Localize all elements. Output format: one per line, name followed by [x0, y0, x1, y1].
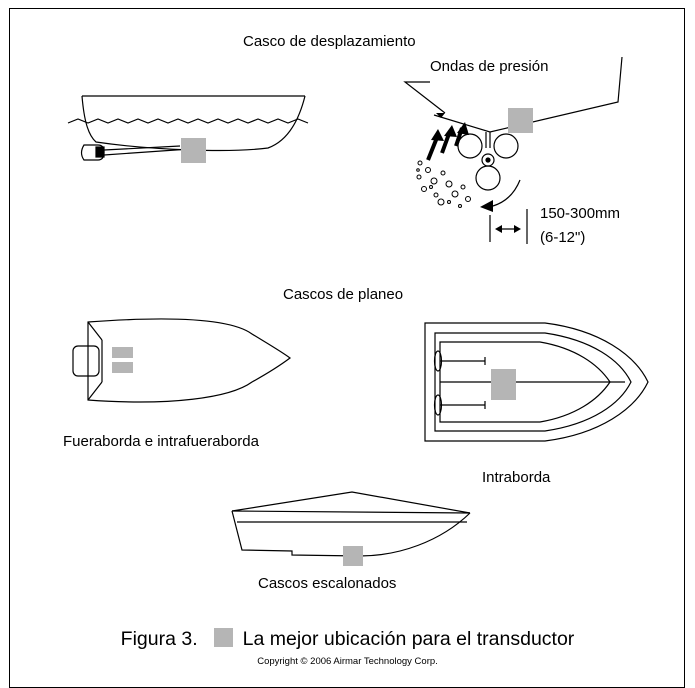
- caption-text: La mejor ubicación para el transductor: [242, 628, 575, 650]
- legend-swatch: [213, 628, 233, 647]
- inboard-hull-top: [424, 322, 649, 442]
- caption-prefix: Figura 3.: [120, 628, 198, 650]
- distance-in-label: (6-12"): [540, 229, 586, 246]
- outboard-label: Fueraborda e intrafueraborda: [63, 433, 259, 450]
- best-location-displacement-detail: [508, 108, 533, 133]
- displacement-detail: [403, 56, 623, 244]
- best-location-outboard-1: [112, 347, 133, 358]
- planing-hulls-title: Cascos de planeo: [283, 286, 404, 303]
- outboard-hull-top: [72, 318, 292, 403]
- stepped-hull-side: [231, 491, 471, 557]
- copyright: Copyright © 2006 Airmar Technology Corp.: [257, 656, 438, 667]
- best-location-outboard-2: [112, 362, 133, 373]
- best-location-inboard: [491, 369, 516, 400]
- stepped-hulls-label: Cascos escalonados: [258, 575, 397, 592]
- best-location-stepped: [343, 546, 363, 566]
- displacement-hull-title: Casco de desplazamiento: [243, 33, 416, 50]
- pressure-waves-label: Ondas de presión: [430, 58, 549, 75]
- best-location-displacement-side: [181, 138, 206, 163]
- displacement-hull-side: [67, 95, 309, 161]
- distance-mm-label: 150-300mm: [540, 205, 621, 222]
- figure-caption: Figura 3. La mejor ubicación para el tran…: [0, 628, 695, 650]
- inboard-label: Intraborda: [482, 469, 551, 486]
